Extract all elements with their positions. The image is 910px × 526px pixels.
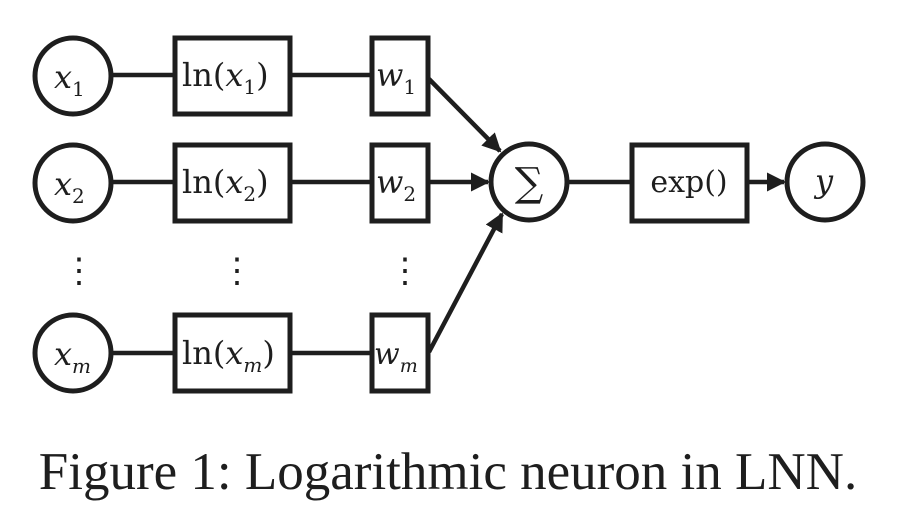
log-box-m bbox=[172, 312, 293, 394]
log-label-m: ln(xm) bbox=[182, 334, 275, 377]
input-label-xm: xm bbox=[54, 335, 91, 378]
weight-label-1: w1 bbox=[376, 56, 416, 99]
ellipsis-inputs: ⋮ bbox=[62, 251, 96, 291]
output-label-y: y bbox=[813, 162, 834, 200]
log-box-2 bbox=[172, 142, 293, 224]
input-node-x2 bbox=[32, 142, 114, 224]
output-node-y bbox=[784, 141, 866, 223]
log-label-2: ln(x2) bbox=[182, 163, 269, 206]
log-label-1: ln(x1) bbox=[182, 56, 269, 99]
weight-box-2 bbox=[369, 142, 431, 224]
summation-symbol: ∑ bbox=[515, 160, 544, 206]
figure-caption: Figure 1: Logarithmic neuron in LNN. bbox=[39, 443, 857, 501]
weight-label-m: wm bbox=[374, 337, 418, 377]
edge-wm-sum bbox=[427, 212, 504, 354]
weight-box-m bbox=[369, 312, 431, 394]
row-m: xm ln(xm) wm bbox=[32, 312, 431, 394]
log-box-1 bbox=[172, 35, 293, 117]
input-label-x1: x1 bbox=[54, 58, 85, 101]
ellipsis-logs: ⋮ bbox=[220, 251, 254, 291]
row-1: x1 ln(x1) w1 bbox=[32, 35, 431, 117]
input-node-xm bbox=[32, 312, 114, 394]
edge-w1-sum bbox=[427, 77, 502, 153]
weight-label-2: w2 bbox=[376, 163, 416, 206]
input-node-x1 bbox=[32, 35, 114, 117]
input-label-x2: x2 bbox=[54, 165, 85, 208]
activation-label: exp() bbox=[650, 165, 727, 200]
row-2: x2 ln(x2) w2 bbox=[32, 142, 431, 224]
weight-box-1 bbox=[369, 35, 431, 117]
ellipsis-weights: ⋮ bbox=[388, 251, 422, 291]
